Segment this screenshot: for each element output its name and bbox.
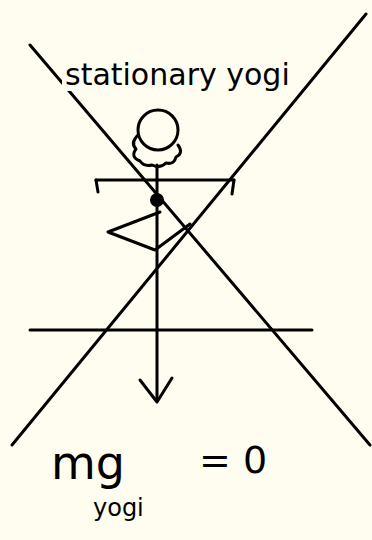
bent-leg [108,212,190,250]
cross-line [12,14,366,445]
title-note: stationary yogi [62,58,293,91]
hand [232,180,234,194]
formula-subscript: yogi [90,495,147,521]
arrowhead [140,378,172,402]
arms [96,179,234,182]
hand [96,180,98,192]
cross-line [30,45,370,445]
hair [133,135,180,167]
center-of-mass [150,193,164,207]
formula-value: = 0 [196,440,270,482]
formula-symbol: mg [48,438,128,489]
ground-line [30,329,312,332]
head [138,110,178,150]
